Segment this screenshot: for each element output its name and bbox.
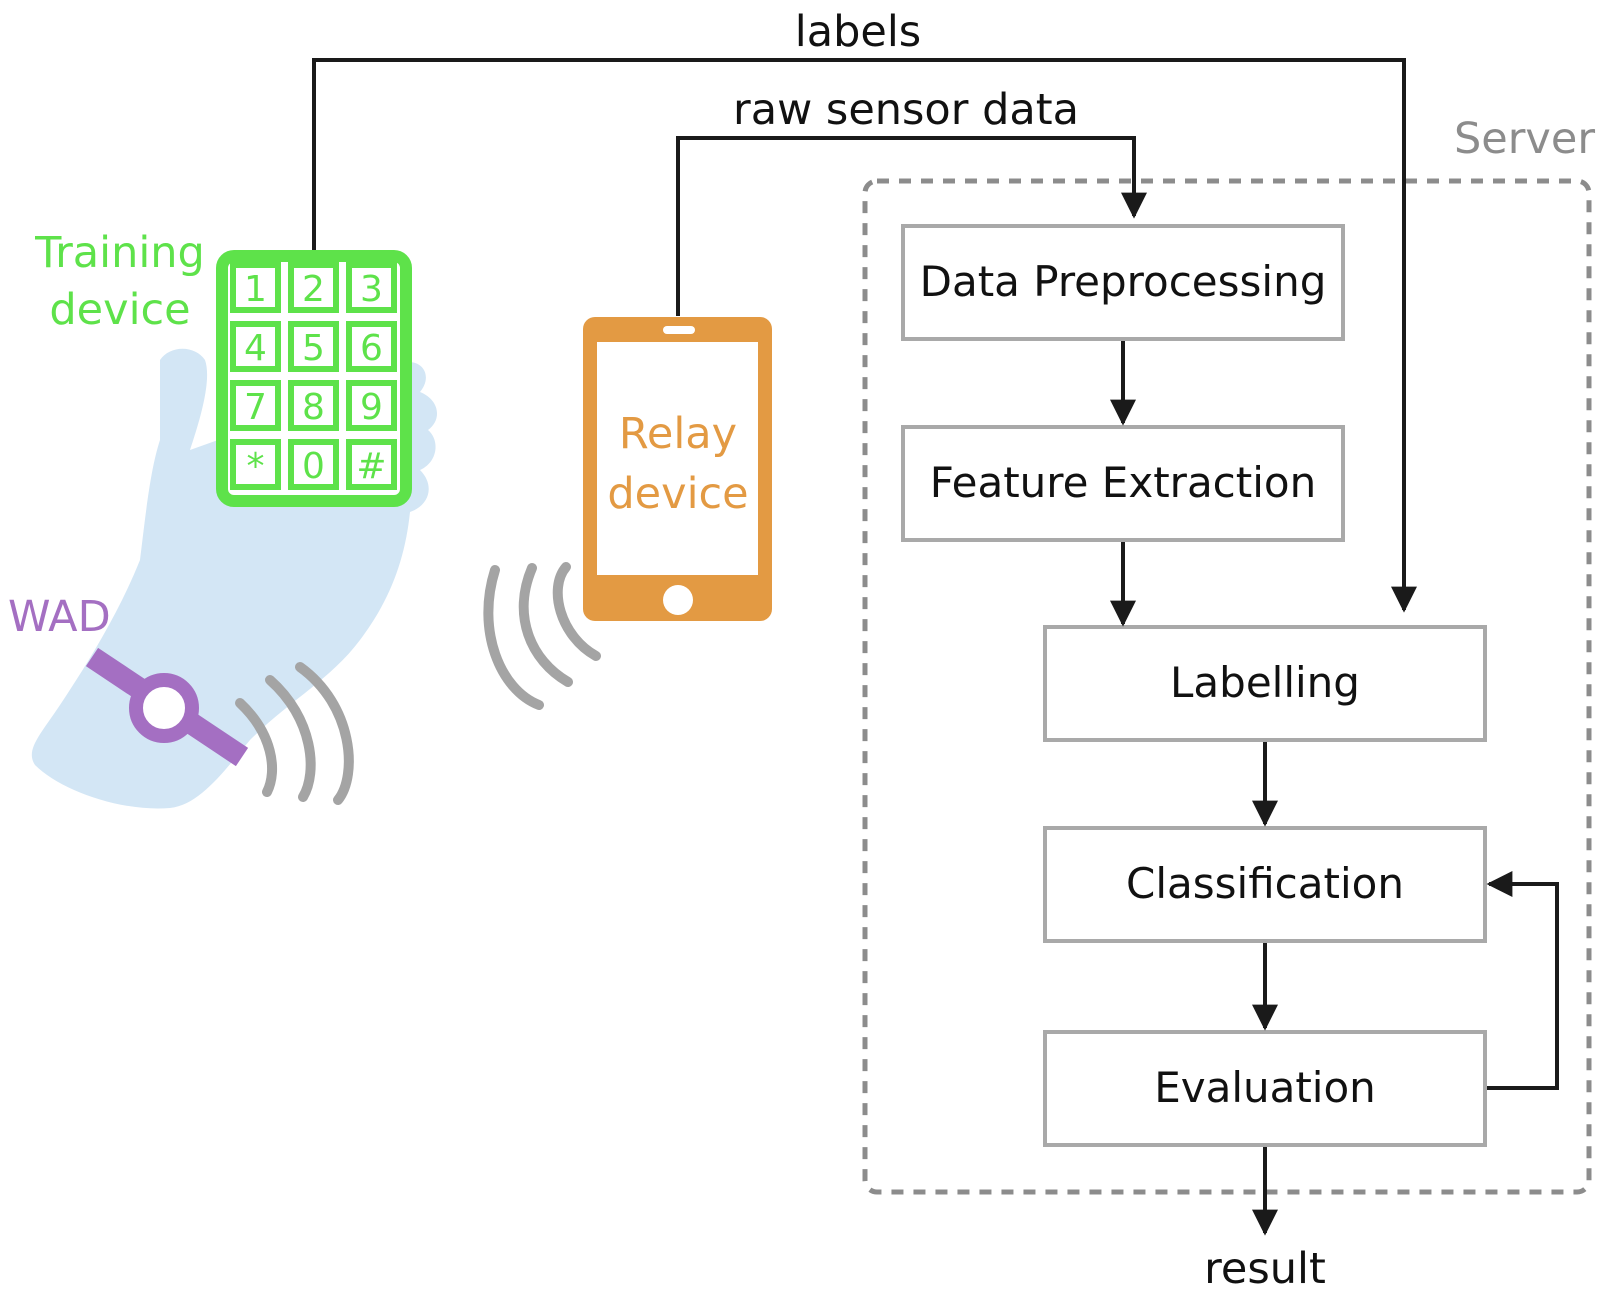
arrow-evaluation-feedback [1486, 871, 1559, 1090]
keypad-key-label: 7 [244, 387, 267, 428]
keypad-key-label: 6 [360, 328, 383, 369]
keypad-key-box [346, 439, 397, 490]
wad-label: WAD [8, 592, 111, 642]
step-classification-label: Classification [1126, 859, 1404, 908]
step-data-preprocessing-label: Data Preprocessing [920, 257, 1327, 306]
keypad-key-box [288, 321, 339, 372]
keypad-key-box [288, 262, 339, 313]
keypad-key-label: 9 [360, 387, 383, 428]
wireless-signal-icon [235, 662, 354, 805]
keypad-key-label: # [356, 446, 386, 487]
keypad-key-box [230, 439, 281, 490]
relay-label-line1: Relay [619, 409, 737, 459]
smartphone-icon [583, 317, 772, 621]
keypad-key-label: 4 [244, 328, 267, 369]
step-evaluation-label: Evaluation [1154, 1063, 1376, 1112]
step-feature-extraction-label: Feature Extraction [930, 458, 1316, 507]
keypad-key-label: * [247, 446, 265, 487]
labels-connector [312, 58, 1417, 613]
keypad-key-box [230, 321, 281, 372]
step-classification: Classification [1043, 826, 1487, 943]
step-labelling-label: Labelling [1170, 658, 1360, 707]
keypad-key-label: 1 [244, 269, 267, 310]
training-label-line1: Training [34, 228, 205, 278]
keypad-key-box [346, 380, 397, 431]
keypad-key-label: 3 [360, 269, 383, 310]
step-labelling: Labelling [1043, 625, 1487, 742]
server-boundary [862, 178, 1592, 1195]
server-label: Server [1454, 114, 1595, 164]
wristwatch-icon [85, 647, 249, 767]
keypad-key-box [288, 439, 339, 490]
raw-data-caption: raw sensor data [733, 85, 1079, 135]
keypad-key-box [230, 262, 281, 313]
keypad-key-label: 5 [302, 328, 325, 369]
keypad-key-box [288, 380, 339, 431]
relay-label-line2: device [607, 469, 748, 519]
labels-caption: labels [795, 7, 921, 57]
step-feature-extraction: Feature Extraction [901, 425, 1345, 542]
keypad-key-box [346, 262, 397, 313]
step-evaluation: Evaluation [1043, 1030, 1487, 1147]
raw-data-connector [676, 136, 1147, 316]
keypad-key-label: 0 [302, 446, 325, 487]
result-label: result [1204, 1244, 1326, 1290]
training-label-line2: device [49, 285, 190, 335]
keypad-key-box [346, 321, 397, 372]
keypad-key-label: 2 [302, 269, 325, 310]
wireless-signal-icon [483, 562, 601, 710]
keypad-key-label: 8 [302, 387, 325, 428]
keypad-key-box [230, 380, 281, 431]
step-data-preprocessing: Data Preprocessing [901, 224, 1345, 341]
